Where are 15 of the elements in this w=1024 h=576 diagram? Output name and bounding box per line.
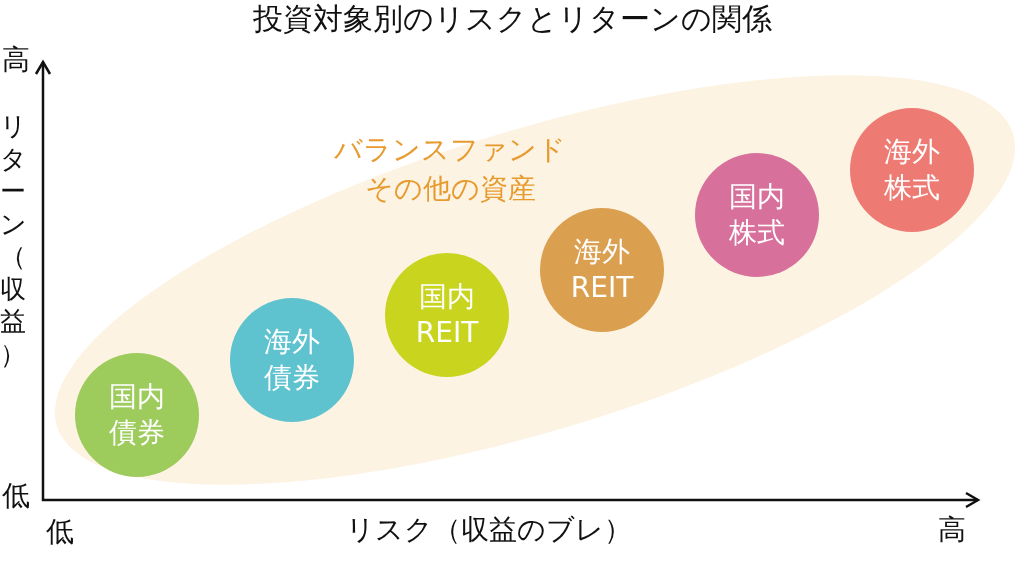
band-label: その他の資産 bbox=[363, 171, 537, 208]
axis-title: リターン（収益） bbox=[0, 110, 26, 370]
asset-label: 国内株式 bbox=[728, 178, 786, 251]
axis-tick-label: 低 bbox=[2, 480, 30, 513]
chart-title: 投資対象別のリスクとリターンの関係 bbox=[251, 2, 773, 37]
asset-label: 海外REIT bbox=[569, 233, 635, 306]
asset-label: 海外債券 bbox=[263, 323, 321, 396]
asset-label: 国内REIT bbox=[414, 278, 480, 351]
axis-tick-label: 低 bbox=[46, 516, 74, 549]
axis-tick-label: 高 bbox=[2, 44, 30, 77]
axis-title: リスク（収益のブレ） bbox=[346, 514, 632, 547]
asset-label: 海外株式 bbox=[883, 133, 941, 206]
axis-tick-label: 高 bbox=[938, 514, 966, 547]
band-label: バランスファンド bbox=[333, 132, 567, 168]
asset-label: 国内債券 bbox=[108, 378, 166, 451]
